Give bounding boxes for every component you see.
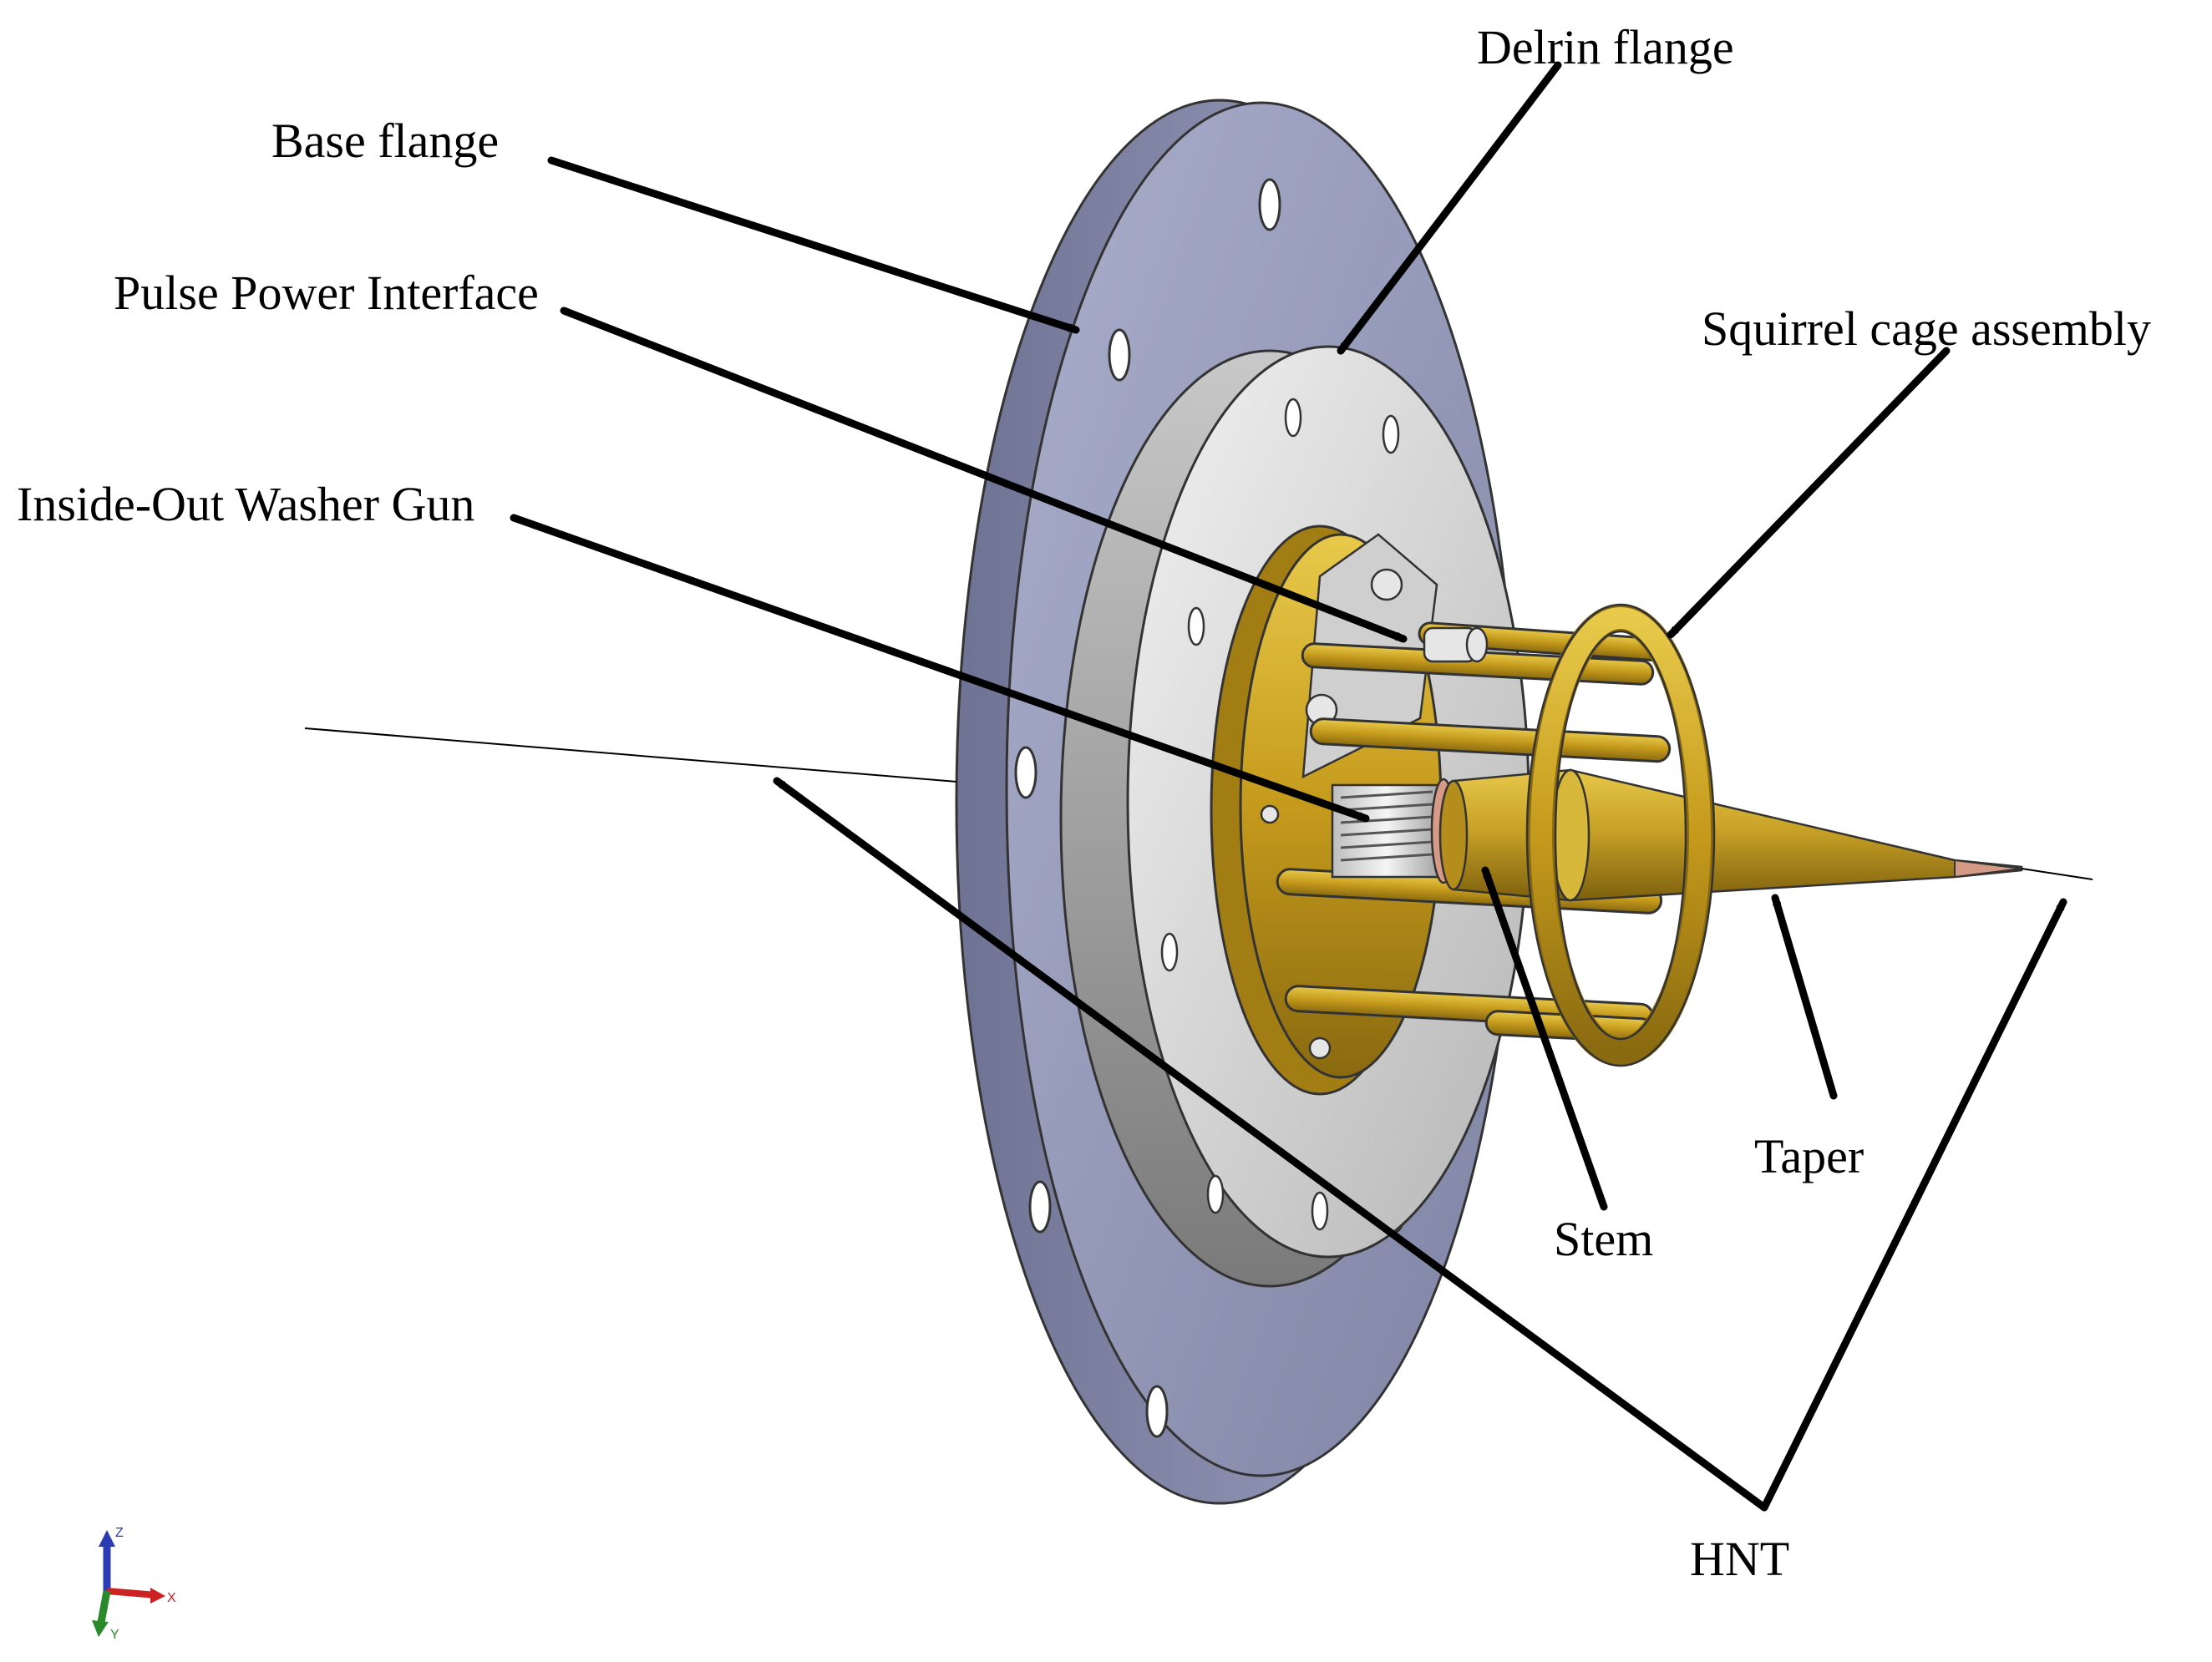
arrow-hnt-left (773, 777, 1768, 1512)
triad-x-axis (106, 1588, 158, 1599)
label-base-flange: Base flange (271, 114, 500, 168)
delrin-flange-bolt-holes (1160, 398, 1400, 1231)
arrow-taper (1771, 894, 1838, 1100)
label-hnt: HNT (1690, 1532, 1790, 1586)
triad-x-label: X (167, 1591, 176, 1605)
arrow-hnt-right (1760, 898, 2067, 1512)
hnt-axis-lines (304, 727, 2093, 880)
coordinate-triad: Z X Y (92, 1526, 176, 1642)
label-taper: Taper (1754, 1129, 1864, 1183)
label-pulse-power-interface: Pulse Power Interface (114, 266, 539, 320)
triad-z-label: Z (115, 1526, 124, 1540)
leader-arrows (510, 61, 2067, 1512)
arrow-base-flange (547, 156, 1080, 334)
arrow-stem (1481, 866, 1608, 1211)
label-inside-out-washer-gun: Inside-Out Washer Gun (17, 477, 475, 531)
screw-heads (1260, 568, 1403, 1060)
squirrel-cage-ring (1525, 603, 1716, 1067)
triad-y-axis (96, 1590, 111, 1628)
label-squirrel-cage-assembly: Squirrel cage assembly (1702, 301, 2151, 356)
arrow-pulse-power (560, 307, 1408, 643)
label-stem: Stem (1554, 1212, 1654, 1266)
washer-gun-spring (1331, 778, 1457, 884)
arrow-washer-gun (510, 514, 1370, 823)
triad-y-label: Y (110, 1628, 119, 1642)
cage-screw (1423, 626, 1489, 663)
label-delrin-flange: Delrin flange (1477, 20, 1734, 74)
arrow-squirrel-cage (1667, 347, 1951, 639)
taper-cone (1550, 768, 2023, 902)
arrow-delrin-flange (1337, 61, 1562, 355)
